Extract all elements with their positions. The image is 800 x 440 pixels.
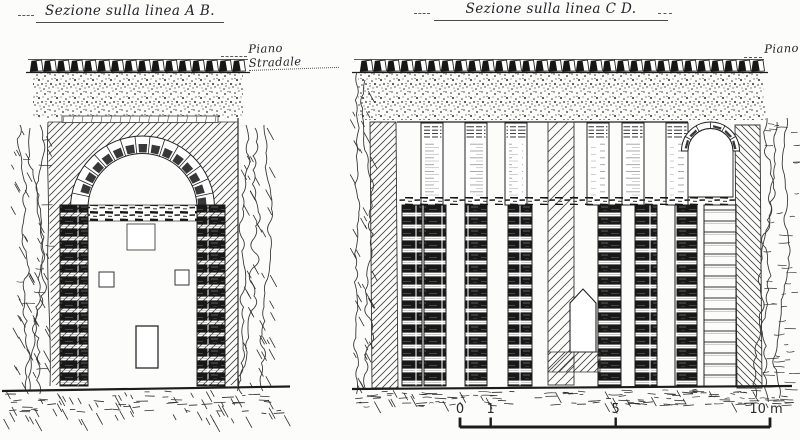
arched-opening-cd: [687, 128, 734, 198]
right-wall-cd: [734, 124, 763, 389]
rock-texture-cd-left: [349, 71, 378, 395]
upper-recess-ab: [126, 223, 156, 251]
rock-texture-cd-right: [752, 117, 800, 403]
rubble-layer-ab: [33, 73, 243, 119]
ground-texture-ab: [3, 389, 291, 433]
label-leader-dash: [744, 57, 762, 58]
scale-label-5: 5: [612, 402, 620, 417]
section-cd-drawing: [349, 59, 800, 414]
left-wall-cd: [369, 121, 399, 389]
putlog-hole-right-ab: [174, 269, 190, 286]
scale-label-0: 0: [456, 402, 464, 417]
rubble-layer-cd: [358, 73, 766, 120]
label-leader-dash: [221, 56, 247, 57]
putlog-hole-left-ab: [98, 271, 115, 288]
arch-voussoirs-cd: [680, 121, 741, 152]
arch-voussoirs-ab: [69, 135, 216, 209]
ground-line-ab: [1, 385, 291, 393]
scale-bar: 0 1 5 10 m: [456, 402, 783, 429]
brick-course-band-ab: [61, 115, 219, 123]
rock-texture-ab-left: [10, 124, 55, 395]
street-pavement-cd: [359, 59, 766, 72]
lower-niche-ab: [135, 325, 159, 369]
ground-line-cd: [351, 384, 793, 391]
brick-course-joints-ab: [62, 116, 217, 123]
ground-texture-cd: [355, 388, 794, 414]
street-level-label-cd: Piano: [764, 40, 800, 56]
impost-smudge-band-cd: [398, 197, 735, 205]
lower-piers-cd: [401, 204, 698, 387]
title-leader-dash: [18, 15, 34, 16]
right-pier-ab: [196, 204, 226, 387]
wall-left-edge-ab: [46, 121, 51, 387]
left-pier-ab: [59, 204, 89, 387]
title-leader-dash: [414, 13, 430, 14]
section-ab-title: Sezione sulla linea A B.: [36, 3, 224, 23]
niche-sill-cd: [547, 351, 601, 373]
section-cd-title: Sezione sulla linea C D.: [434, 1, 668, 21]
scale-label-1: 1: [487, 402, 495, 417]
rock-texture-ab-right: [236, 124, 278, 395]
section-ab-drawing: [1, 59, 291, 433]
pointed-niche-cd: [569, 288, 597, 353]
street-level-label-ab: Piano Stradale: [248, 38, 339, 71]
street-pavement-ab: [29, 59, 247, 72]
ashlar-pier-cd: [703, 204, 737, 387]
title-leader-dash: [658, 13, 672, 14]
scale-label-10m: 10 m: [749, 402, 782, 417]
impost-band-ab: [87, 204, 198, 222]
